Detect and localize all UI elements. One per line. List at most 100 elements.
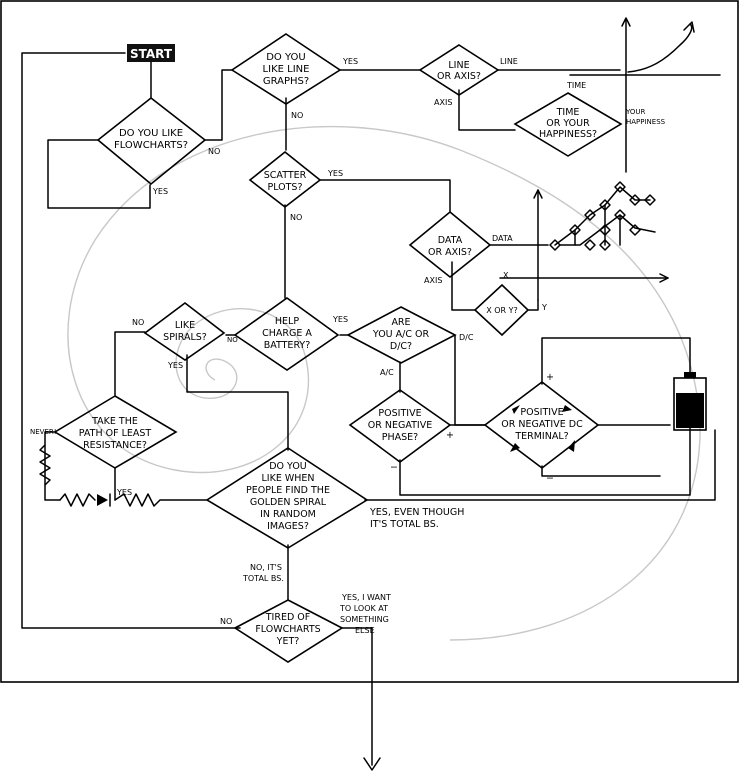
label-terminal-plus: + [546, 372, 554, 383]
label-x: X [503, 271, 509, 280]
label-charge-no: NO [227, 336, 238, 344]
least-resistance-line2: PATH OF LEAST [79, 428, 152, 439]
like-line-graphs-line2: LIKE LINE [263, 64, 310, 75]
battery-icon [673, 372, 707, 431]
time-happiness-line3: HAPPINESS? [539, 129, 597, 140]
positive-phase-line2: OR NEGATIVE [368, 420, 432, 431]
label-spirals-no: NO [132, 318, 144, 327]
line-graph-icon [569, 17, 721, 173]
label-no-bs-2: TOTAL BS. [242, 574, 284, 583]
node-time-or-happiness [513, 92, 623, 157]
label-yes-look-4: ELSE [355, 626, 375, 635]
time-happiness-line2: OR YOUR [546, 118, 590, 129]
label-flowcharts-yes: YES [152, 187, 168, 196]
node-like-spirals [143, 301, 226, 361]
node-golden-spiral [205, 447, 369, 549]
least-resistance-line3: RESISTANCE? [83, 440, 147, 451]
ac-dc-line2: YOU A/C OR [372, 329, 430, 340]
node-help-charge [233, 297, 340, 371]
node-data-or-axis [408, 210, 492, 279]
label-time: TIME [566, 81, 586, 90]
label-dc: D/C [459, 333, 474, 342]
node-line-or-axis [418, 44, 500, 96]
golden-spiral-line4: GOLDEN SPIRAL [250, 497, 327, 508]
label-phase-plus: + [446, 430, 454, 441]
label-your: YOUR [625, 108, 646, 116]
data-or-axis-line2: OR AXIS? [428, 247, 472, 258]
ac-dc-line1: ARE [391, 317, 410, 328]
line-or-axis-line1: LINE [448, 60, 469, 71]
ac-dc-line3: D/C? [390, 341, 412, 352]
positive-terminal-line2: OR NEGATIVE DC [501, 419, 583, 430]
label-line-graphs-yes: YES [342, 57, 358, 66]
label-yes-look-3: SOMETHING [340, 615, 389, 624]
start-box [127, 44, 175, 62]
least-resistance-line1: TAKE THE [91, 416, 138, 427]
help-charge-line3: BATTERY? [264, 340, 311, 351]
label-scatter-yes: YES [327, 169, 343, 178]
label-resistance-yes: YES [116, 488, 132, 497]
node-tired [233, 599, 344, 663]
label-spirals-yes: YES [167, 361, 183, 370]
like-line-graphs-line1: DO YOU [266, 52, 306, 63]
label-axis-1: AXIS [434, 98, 452, 107]
like-flowcharts-line1: DO YOU LIKE [119, 128, 183, 139]
node-x-or-y [473, 283, 530, 337]
positive-phase-line1: POSITIVE [378, 408, 421, 419]
like-spirals-line2: SPIRALS? [163, 332, 207, 343]
scatter-line1: SCATTER [264, 170, 307, 181]
label-scatter-no: NO [290, 213, 302, 222]
label-terminal-minus: − [546, 473, 554, 484]
label-flowcharts-no: NO [208, 147, 220, 156]
golden-spiral-line2: LIKE WHEN [262, 473, 315, 484]
label-happiness: HAPPINESS [626, 118, 666, 126]
label-data: DATA [492, 234, 513, 243]
terminal-arrows [510, 405, 575, 452]
panel-frame [0, 0, 739, 683]
label-yes-bs-1: YES, EVEN THOUGH [369, 507, 464, 518]
tired-line2: FLOWCHARTS [255, 624, 320, 635]
label-ac: A/C [380, 368, 394, 377]
node-positive-terminal [483, 380, 600, 470]
node-scatter-plots [248, 150, 322, 209]
golden-spiral-line3: PEOPLE FIND THE [246, 485, 330, 496]
label-yes-bs-2: IT'S TOTAL BS. [370, 519, 439, 530]
node-like-flowcharts [96, 96, 207, 186]
label-no-bs-1: NO, IT'S [250, 563, 282, 572]
start-text: START [130, 47, 173, 61]
positive-terminal-line1: POSITIVE [520, 407, 563, 418]
positive-terminal-line3: TERMINAL? [514, 431, 568, 442]
label-line-graphs-no: NO [291, 111, 303, 120]
node-ac-dc [346, 306, 457, 364]
label-line: LINE [500, 57, 518, 66]
label-y: Y [541, 303, 547, 312]
node-least-resistance [53, 395, 178, 469]
label-phase-minus: − [390, 462, 398, 473]
positive-phase-line3: PHASE? [382, 432, 418, 443]
scatter-line2: PLOTS? [267, 182, 302, 193]
label-tired-no: NO [220, 617, 232, 626]
time-happiness-line1: TIME [556, 107, 580, 118]
label-yes-look-2: TO LOOK AT [339, 604, 388, 613]
golden-spiral-line1: DO YOU [269, 461, 307, 472]
x-or-y-text: X OR Y? [486, 306, 518, 315]
help-charge-line1: HELP [275, 316, 299, 327]
scatter-graph-icon [499, 181, 669, 301]
label-never: NEVER! [30, 428, 57, 436]
label-charge-yes: YES [332, 315, 348, 324]
tired-line3: YET? [276, 636, 300, 647]
node-like-line-graphs [230, 33, 342, 105]
label-yes-look-1: YES, I WANT [341, 593, 391, 602]
tired-line1: TIRED OF [265, 612, 311, 623]
label-axis-2: AXIS [424, 276, 442, 285]
golden-spiral-line5: IN RANDOM [260, 509, 316, 520]
line-or-axis-line2: OR AXIS? [437, 71, 481, 82]
golden-spiral-line6: IMAGES? [267, 521, 309, 532]
like-flowcharts-line2: FLOWCHARTS? [114, 140, 188, 151]
node-positive-phase [348, 389, 452, 463]
data-or-axis-line1: DATA [438, 235, 463, 246]
help-charge-line2: CHARGE A [262, 328, 312, 339]
like-spirals-line1: LIKE [175, 320, 195, 331]
like-line-graphs-line3: GRAPHS? [263, 76, 309, 87]
